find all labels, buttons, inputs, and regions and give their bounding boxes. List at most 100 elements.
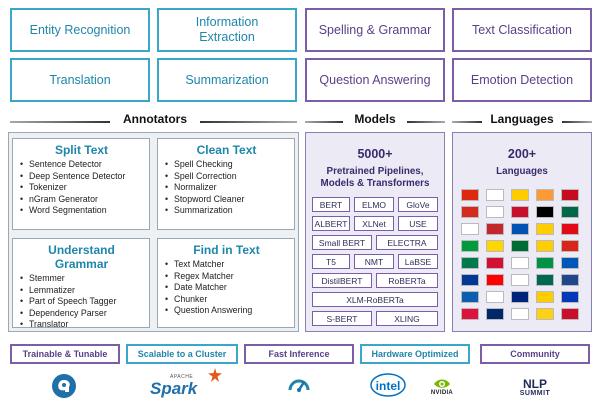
model-chip-use: USE (398, 216, 438, 231)
nlp-summit-logo: NLP SUMMIT (510, 372, 560, 402)
flag-icon (461, 274, 479, 286)
flag-icon (511, 206, 529, 218)
list-item: Date Matcher (165, 282, 288, 294)
flag-icon (536, 189, 554, 201)
flag-icon (561, 240, 579, 252)
task-information-extraction: Information Extraction (157, 8, 297, 52)
model-chip-s-bert: S-BERT (312, 311, 372, 326)
languages-header: Languages (490, 112, 554, 126)
feature-hardware: Hardware Optimized (360, 344, 470, 364)
clean-text-box: Clean Text Spell Checking Spell Correcti… (157, 138, 295, 230)
list-item: Spell Checking (165, 159, 288, 171)
task-label: Translation (49, 72, 111, 87)
model-chip-xlm-roberta: XLM-RoBERTa (312, 292, 438, 307)
feature-trainable: Trainable & Tunable (10, 344, 120, 364)
flag-icon (486, 223, 504, 235)
flag-icon (561, 257, 579, 269)
fast-inference-icon (287, 374, 311, 396)
list-item: Part of Speech Tagger (20, 296, 143, 308)
model-chip-glove: GloVe (398, 197, 438, 212)
header-rule (562, 121, 592, 123)
list-item: Spell Correction (165, 171, 288, 183)
split-text-title: Split Text (54, 143, 109, 157)
flag-icon (486, 274, 504, 286)
split-text-box: Split Text Sentence Detector Deep Senten… (12, 138, 150, 230)
find-in-text-list: Text Matcher Regex Matcher Date Matcher … (165, 259, 288, 317)
spark-logo-apache: APACHE (170, 374, 194, 380)
flag-icon (461, 240, 479, 252)
model-chip-small-bert: Small BERT (312, 235, 372, 250)
flag-icon (486, 206, 504, 218)
list-item: Deep Sentence Detector (20, 171, 143, 183)
brain-icon (50, 372, 78, 400)
nvidia-logo-text: NVIDIA (430, 389, 454, 396)
model-chip-xling: XLING (376, 311, 438, 326)
task-summarization: Summarization (157, 58, 297, 102)
model-chip-labse: LaBSE (398, 254, 438, 269)
flag-icon (536, 274, 554, 286)
find-in-text-title: Find in Text (193, 243, 260, 257)
flag-icon (486, 291, 504, 303)
model-chip-elmo: ELMO (354, 197, 394, 212)
nvidia-eye-icon (434, 379, 450, 388)
feature-fast-inference: Fast Inference (244, 344, 354, 364)
understand-grammar-box: Understand Grammar Stemmer Lemmatizer Pa… (12, 238, 150, 330)
model-chip-roberta: RoBERTa (376, 273, 438, 288)
find-in-text-box: Find in Text Text Matcher Regex Matcher … (157, 238, 295, 328)
flag-icon (511, 189, 529, 201)
task-label: Question Answering (319, 72, 431, 87)
flag-icon (561, 291, 579, 303)
flag-icon (536, 257, 554, 269)
flag-icon (461, 189, 479, 201)
clean-text-list: Spell Checking Spell Correction Normaliz… (165, 159, 288, 217)
flag-icon (486, 240, 504, 252)
list-item: Word Segmentation (20, 205, 143, 217)
spark-logo: APACHE Spark (150, 370, 220, 402)
feature-scalable: Scalable to a Cluster (126, 344, 238, 364)
task-label: Text Classification (471, 22, 573, 37)
intel-logo-text: intel (375, 379, 401, 393)
flag-icon (511, 274, 529, 286)
flag-icon (511, 308, 529, 320)
header-rule (200, 121, 297, 123)
flag-icon (511, 291, 529, 303)
model-chip-nmt: NMT (354, 254, 394, 269)
spark-logo-text: Spark (150, 379, 198, 398)
models-count: 5000+ (357, 147, 393, 161)
models-panel: 5000+ Pretrained Pipelines, Models & Tra… (305, 132, 445, 332)
task-emotion-detection: Emotion Detection (452, 58, 592, 102)
model-chip-xlnet: XLNet (354, 216, 394, 231)
flag-icon (461, 257, 479, 269)
flag-icon (461, 206, 479, 218)
flag-icon (561, 274, 579, 286)
flag-icon (536, 291, 554, 303)
header-rule (407, 121, 445, 123)
task-label: Summarization (185, 72, 269, 87)
intel-logo: intel (370, 372, 406, 400)
list-item: Text Matcher (165, 259, 288, 271)
flag-icon (536, 223, 554, 235)
flag-icon (486, 257, 504, 269)
task-spelling-grammar: Spelling & Grammar (305, 8, 445, 52)
task-text-classification: Text Classification (452, 8, 592, 52)
feature-community: Community (480, 344, 590, 364)
languages-panel: 200+ Languages (452, 132, 592, 332)
languages-count: 200+ (507, 147, 537, 161)
header-rule (452, 121, 482, 123)
list-item: Question Answering (165, 305, 288, 317)
flag-icon (561, 206, 579, 218)
models-header: Models (354, 112, 396, 126)
flag-icon (461, 223, 479, 235)
list-item: Normalizer (165, 182, 288, 194)
models-subtitle-line1: Pretrained Pipelines, (326, 166, 424, 177)
header-rule (10, 121, 110, 123)
model-chip-albert: ALBERT (312, 216, 350, 231)
flag-icon (486, 308, 504, 320)
task-label: Information Extraction (195, 15, 259, 44)
list-item: Chunker (165, 294, 288, 306)
spark-star-icon (208, 368, 222, 382)
understand-grammar-title: Understand Grammar (48, 243, 115, 271)
task-translation: Translation (10, 58, 150, 102)
task-label: Emotion Detection (470, 72, 574, 87)
header-rule (305, 121, 343, 123)
